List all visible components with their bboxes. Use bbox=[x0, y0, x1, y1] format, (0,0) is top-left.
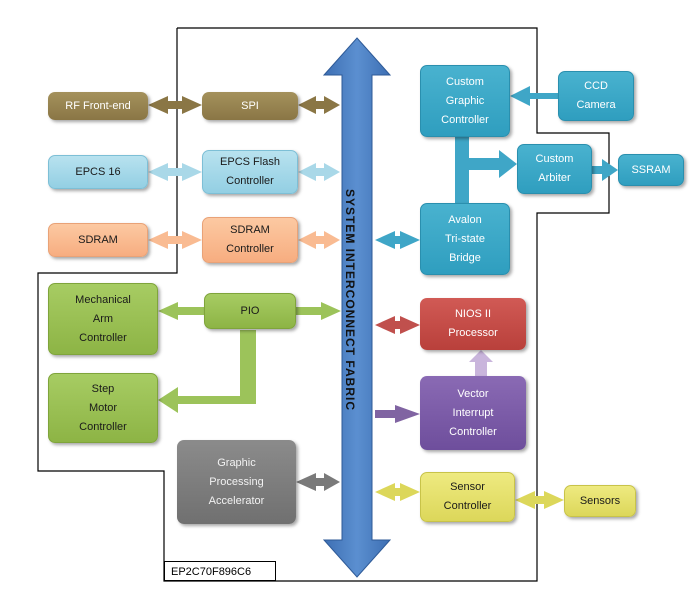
connector-ccd-graphic bbox=[510, 86, 558, 106]
connector-sensorctrl-sensors bbox=[515, 491, 564, 509]
rf-front-end-label: RF Front-end bbox=[65, 99, 131, 112]
chip-part-label: EP2C70F896C6 bbox=[164, 561, 276, 581]
sensor-controller-label: Sensor Controller bbox=[443, 481, 492, 512]
connector-sdram-controller bbox=[148, 231, 202, 249]
epcs-flash-controller-block: EPCS Flash Controller bbox=[202, 150, 298, 194]
connector-pio-mech bbox=[158, 302, 204, 320]
mechanical-arm-controller-label: Mechanical Arm Controller bbox=[75, 293, 131, 344]
sdram-block: SDRAM bbox=[48, 223, 148, 257]
custom-arbiter-block: Custom Arbiter bbox=[517, 144, 592, 194]
ssram-block: SSRAM bbox=[618, 154, 684, 186]
connector-fabric-avalon bbox=[375, 231, 420, 249]
connector-fabric-pio bbox=[296, 302, 341, 320]
epcs16-block: EPCS 16 bbox=[48, 155, 148, 189]
mechanical-arm-controller-block: Mechanical Arm Controller bbox=[48, 283, 158, 355]
fpga-boundary bbox=[37, 27, 610, 582]
connector-vic-nios bbox=[469, 350, 493, 376]
custom-graphic-controller-label: Custom Graphic Controller bbox=[441, 75, 489, 126]
step-motor-controller-label: Step Motor Controller bbox=[79, 382, 127, 433]
connector-graphic-avalon-arbiter bbox=[455, 137, 517, 203]
connector-gpa-fabric bbox=[296, 473, 340, 491]
vector-interrupt-controller-label: Vector Interrupt Controller bbox=[449, 387, 497, 438]
custom-graphic-controller-block: Custom Graphic Controller bbox=[420, 65, 510, 137]
connector-epcs16-flash bbox=[148, 163, 202, 181]
fabric-label: SYSTEM INTERCONNECT FABRIC bbox=[343, 188, 358, 412]
connector-arbiter-ssram bbox=[592, 159, 618, 181]
connector-spi-fabric bbox=[298, 96, 340, 114]
ccd-camera-label: CCD Camera bbox=[576, 80, 616, 111]
graphic-processing-accelerator-label: Graphic Processing Accelerator bbox=[208, 456, 265, 507]
custom-arbiter-label: Custom Arbiter bbox=[535, 153, 574, 184]
sdram-controller-label: SDRAM Controller bbox=[226, 224, 274, 255]
pio-block: PIO bbox=[204, 293, 296, 329]
connector-sdramctrl-fabric bbox=[298, 231, 340, 249]
connector-rf-spi bbox=[148, 96, 202, 114]
sensors-label: Sensors bbox=[579, 494, 621, 507]
graphic-processing-accelerator-block: Graphic Processing Accelerator bbox=[177, 440, 296, 524]
pio-label: PIO bbox=[240, 304, 260, 317]
sensor-controller-block: Sensor Controller bbox=[420, 472, 515, 522]
connector-pio-step bbox=[158, 330, 256, 413]
avalon-tri-state-bridge-label: Avalon Tri-state Bridge bbox=[445, 213, 485, 264]
step-motor-controller-block: Step Motor Controller bbox=[48, 373, 158, 443]
epcs-flash-controller-label: EPCS Flash Controller bbox=[220, 156, 280, 187]
epcs16-label: EPCS 16 bbox=[75, 165, 121, 178]
spi-block: SPI bbox=[202, 92, 298, 120]
fabric-label-container: SYSTEM INTERCONNECT FABRIC bbox=[320, 60, 380, 540]
connector-flash-fabric bbox=[298, 163, 340, 181]
nios-ii-processor-label: NIOS II Processor bbox=[448, 308, 498, 339]
connector-fabric-sensorctrl bbox=[375, 483, 420, 501]
ccd-camera-block: CCD Camera bbox=[558, 71, 634, 121]
spi-label: SPI bbox=[241, 99, 259, 112]
sensors-block: Sensors bbox=[564, 485, 636, 517]
interconnect-fabric-arrow bbox=[322, 37, 392, 578]
ssram-label: SSRAM bbox=[631, 163, 671, 176]
rf-front-end-block: RF Front-end bbox=[48, 92, 148, 120]
connector-fabric-vic bbox=[375, 405, 420, 423]
sdram-label: SDRAM bbox=[78, 233, 118, 246]
vector-interrupt-controller-block: Vector Interrupt Controller bbox=[420, 376, 526, 450]
nios-ii-processor-block: NIOS II Processor bbox=[420, 298, 526, 350]
avalon-tri-state-bridge-block: Avalon Tri-state Bridge bbox=[420, 203, 510, 275]
sdram-controller-block: SDRAM Controller bbox=[202, 217, 298, 263]
connector-fabric-nios bbox=[375, 316, 420, 334]
